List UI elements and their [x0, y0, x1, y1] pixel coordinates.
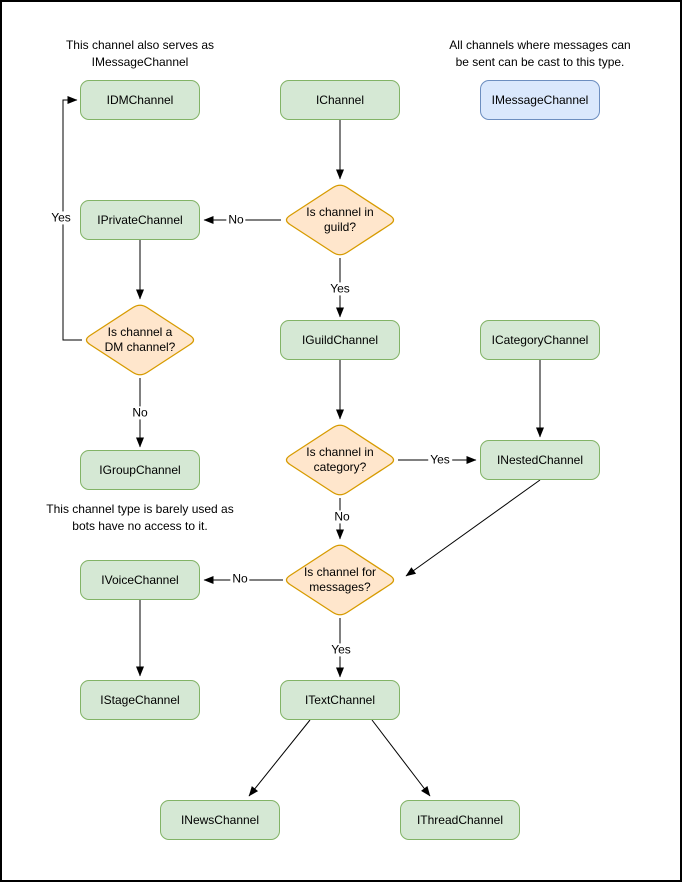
edge-itextchannel-to-inewschannel	[248, 719, 311, 797]
decision-is-channel-in-category: Is channel in category?	[282, 422, 398, 498]
node-itextchannel: ITextChannel	[280, 680, 400, 720]
edge-label-guild-no: No	[226, 212, 246, 227]
diamond-shape	[285, 544, 395, 616]
edge-label-messages-yes: Yes	[329, 642, 353, 657]
node-iguildchannel: IGuildChannel	[280, 320, 400, 360]
node-igroupchannel: IGroupChannel	[80, 450, 200, 490]
edge-itextchannel-to-ithreadchannel	[371, 719, 431, 797]
edge-inestedchannel-to-messages-decision	[405, 479, 541, 577]
diamond-shape	[85, 304, 195, 376]
decision-label: Is channel a DM channel?	[104, 325, 176, 354]
diamond-shape	[285, 424, 395, 496]
decision-label: Is channel for messages?	[303, 565, 377, 594]
decision-is-channel-for-messages: Is channel for messages?	[282, 542, 398, 618]
node-idmchannel: IDMChannel	[80, 80, 200, 120]
node-imessagechannel: IMessageChannel	[480, 80, 600, 120]
node-istagechannel: IStageChannel	[80, 680, 200, 720]
edge-label-dm-no: No	[130, 405, 150, 420]
note-imessagechannel: All channels where messages can be sent …	[449, 38, 631, 69]
node-ithreadchannel: IThreadChannel	[400, 800, 520, 840]
node-inewschannel: INewsChannel	[160, 800, 280, 840]
decision-label: Is channel in category?	[306, 445, 374, 474]
decision-label: Is channel in guild?	[306, 205, 374, 234]
node-icategorychannel: ICategoryChannel	[480, 320, 600, 360]
node-inestedchannel: INestedChannel	[480, 440, 600, 480]
edge-label-dm-yes: Yes	[49, 210, 73, 225]
edge-label-guild-yes: Yes	[328, 281, 352, 296]
decision-is-channel-in-guild: Is channel in guild?	[282, 182, 398, 258]
node-ichannel: IChannel	[280, 80, 400, 120]
edge-label-category-no: No	[332, 509, 352, 524]
note-idmchannel: This channel also serves as IMessageChan…	[65, 38, 215, 69]
edge-label-messages-no: No	[230, 571, 250, 586]
decision-is-channel-a-dm: Is channel a DM channel?	[82, 302, 198, 378]
diamond-shape	[285, 184, 395, 256]
node-iprivatechannel: IPrivateChannel	[80, 200, 200, 240]
note-igroupchannel: This channel type is barely used as bots…	[46, 502, 234, 533]
edge-label-category-yes: Yes	[428, 452, 452, 467]
node-ivoicechannel: IVoiceChannel	[80, 560, 200, 600]
